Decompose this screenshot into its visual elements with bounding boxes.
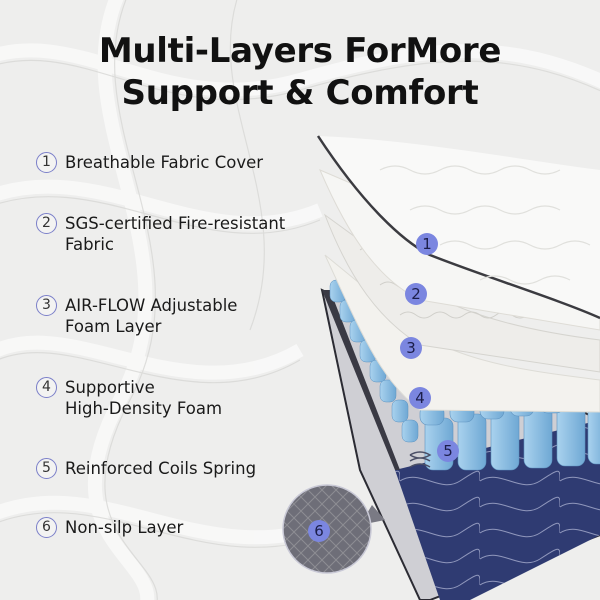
number-circle-icon: 2 [36, 213, 57, 234]
layer-badge-4: 4 [409, 387, 431, 409]
number-circle-icon: 1 [36, 152, 57, 173]
layer-badge-1: 1 [416, 233, 438, 255]
feature-label: AIR-FLOW Adjustable Foam Layer [65, 296, 238, 336]
page-title: Multi-Layers ForMore Support & Comfort [0, 30, 600, 114]
feature-label: SGS-certified Fire-resistant Fabric [65, 214, 286, 254]
feature-item-3: 3 AIR-FLOW Adjustable Foam Layer [36, 295, 237, 337]
layer-badge-5: 5 [437, 440, 459, 462]
number-circle-icon: 4 [36, 377, 57, 398]
feature-item-5: 5 Reinforced Coils Spring [36, 458, 256, 479]
number-circle-icon: 3 [36, 295, 57, 316]
feature-item-1: 1 Breathable Fabric Cover [36, 152, 263, 173]
feature-label: Breathable Fabric Cover [65, 153, 264, 172]
feature-label: Reinforced Coils Spring [65, 459, 257, 478]
feature-item-2: 2 SGS-certified Fire-resistant Fabric [36, 213, 285, 255]
layer-badge-6: 6 [308, 520, 330, 542]
title-line-1: Multi-Layers ForMore [98, 31, 502, 71]
feature-item-6: 6 Non-silp Layer [36, 517, 183, 538]
feature-label: Non-silp Layer [65, 518, 184, 537]
title-line-2: Support & Comfort [121, 73, 479, 113]
number-circle-icon: 6 [36, 517, 57, 538]
layer-badge-3: 3 [400, 337, 422, 359]
layer-badge-2: 2 [405, 283, 427, 305]
feature-label: Supportive High-Density Foam [65, 378, 223, 418]
number-circle-icon: 5 [36, 458, 57, 479]
feature-item-4: 4 Supportive High-Density Foam [36, 377, 222, 419]
